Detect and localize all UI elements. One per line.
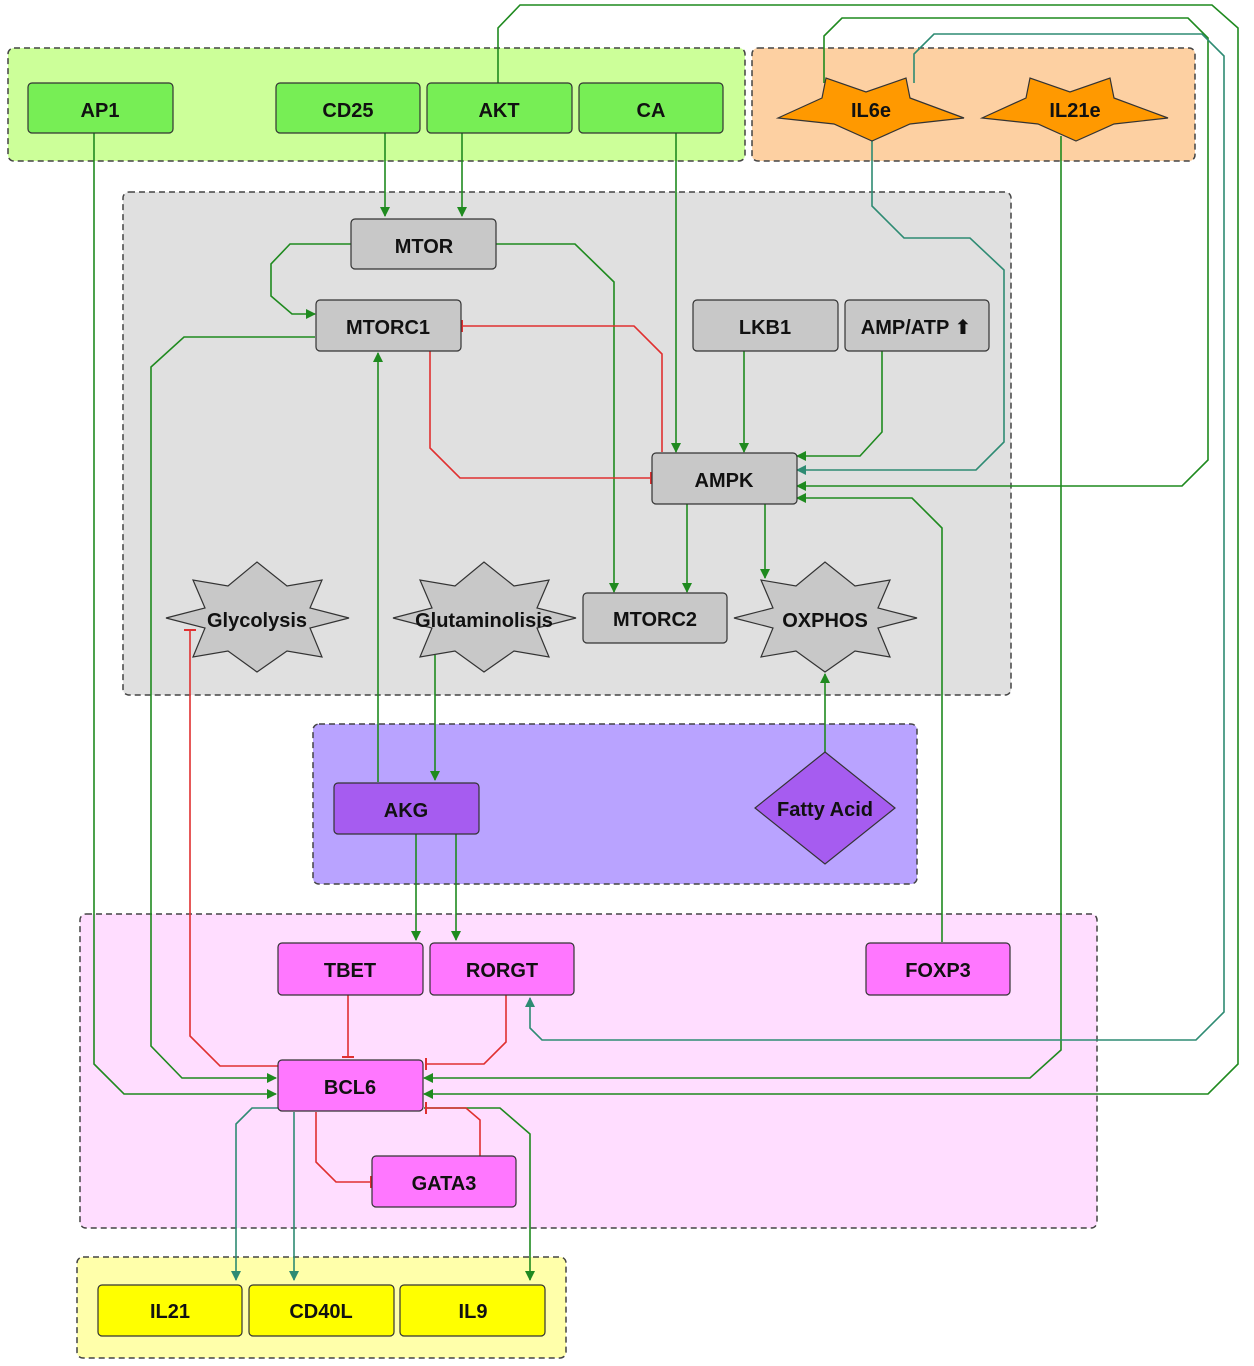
node-ca-label: CA (637, 100, 666, 122)
node-mtor-label: MTOR (395, 236, 454, 258)
edge-mtorc1-inhibits-ampk (429, 351, 652, 484)
node-foxp3-label: FOXP3 (905, 960, 971, 982)
edge-gata3-inhibits-bcl6 (425, 1102, 481, 1156)
node-lkb1[interactable]: LKB1 (692, 299, 839, 352)
node-ampk-label: AMPK (695, 470, 754, 492)
node-glycolysis-label: Glycolysis (207, 610, 307, 632)
edge-bcl6-inhibits-gata3 (315, 1112, 372, 1188)
node-tbet[interactable]: TBET (277, 942, 424, 996)
node-oxphos-label: OXPHOS (782, 610, 868, 632)
edge-rorgt-inhibits-bcl6 (425, 995, 507, 1070)
node-il6e[interactable]: IL6e (775, 77, 965, 142)
node-cd40l-label: CD40L (289, 1301, 352, 1323)
node-il9[interactable]: IL9 (399, 1284, 546, 1337)
node-cd25[interactable]: CD25 (275, 82, 421, 134)
node-akg[interactable]: AKG (333, 782, 480, 835)
node-ampk[interactable]: AMPK (651, 452, 798, 505)
edge-bcl6-inhibits-glycolysis (184, 629, 278, 1067)
node-oxphos[interactable]: OXPHOS (733, 561, 918, 673)
node-akg-label: AKG (384, 800, 428, 822)
node-bcl6-label: BCL6 (324, 1077, 376, 1099)
node-ca[interactable]: CA (578, 82, 724, 134)
node-mtorc1-label: MTORC1 (346, 317, 430, 339)
node-bcl6[interactable]: BCL6 (277, 1059, 424, 1112)
node-rorgt-label: RORGT (466, 960, 538, 982)
node-gata3-label: GATA3 (412, 1173, 477, 1195)
edge-il21e-bcl6 (423, 136, 1062, 1083)
edges (93, 4, 1239, 1281)
edge-il6e-ampk (796, 17, 1209, 491)
node-fatty-acid-label: Fatty Acid (777, 799, 873, 821)
node-rorgt[interactable]: RORGT (429, 942, 575, 996)
metabolites-group (312, 723, 918, 885)
node-il6e-label: IL6e (851, 100, 891, 122)
node-il21[interactable]: IL21 (97, 1284, 243, 1337)
edge-mtor-mtorc1 (270, 243, 351, 319)
node-fatty-acid[interactable]: Fatty Acid (754, 751, 896, 865)
edge-bcl6-il21 (231, 1107, 278, 1281)
node-glutaminolisis-label: Glutaminolisis (415, 610, 553, 632)
node-mtorc2-label: MTORC2 (613, 609, 697, 631)
node-tbet-label: TBET (324, 960, 376, 982)
node-akt[interactable]: AKT (426, 82, 573, 134)
node-il21e[interactable]: IL21e (979, 77, 1169, 142)
edge-mtor-mtorc2 (496, 243, 619, 593)
edge-il6e-rorgt (525, 33, 1225, 1041)
node-mtor[interactable]: MTOR (350, 218, 497, 270)
edge-il6e-ampk-teal (796, 141, 1005, 475)
node-ap1[interactable]: AP1 (27, 82, 174, 134)
node-akt-label: AKT (478, 100, 519, 122)
node-ap1-label: AP1 (81, 100, 120, 122)
edge-mtorc1-bcl6 (150, 336, 315, 1083)
edge-foxp3-ampk (796, 493, 943, 942)
node-cd40l[interactable]: CD40L (248, 1284, 395, 1337)
node-gata3[interactable]: GATA3 (371, 1155, 517, 1208)
node-glutaminolisis[interactable]: Glutaminolisis (392, 561, 577, 673)
node-glycolysis[interactable]: Glycolysis (165, 561, 350, 673)
node-cd25-label: CD25 (322, 100, 373, 122)
node-lkb1-label: LKB1 (739, 317, 791, 339)
edge-akt-bcl6 (423, 4, 1239, 1099)
node-foxp3[interactable]: FOXP3 (865, 942, 1011, 996)
edge-ampatp-ampk (796, 351, 883, 461)
node-amp-atp-label: AMP/ATP ⬆ (861, 317, 971, 339)
edge-ap1-bcl6 (93, 133, 277, 1099)
node-amp-atp[interactable]: AMP/ATP ⬆ (844, 299, 990, 352)
node-mtorc1[interactable]: MTORC1 (315, 299, 462, 352)
node-il21-label: IL21 (150, 1301, 190, 1323)
node-mtorc2[interactable]: MTORC2 (582, 592, 728, 644)
edge-ampk-inhibits-mtorc1 (461, 320, 663, 452)
node-il21e-label: IL21e (1049, 100, 1100, 122)
node-il9-label: IL9 (459, 1301, 488, 1323)
